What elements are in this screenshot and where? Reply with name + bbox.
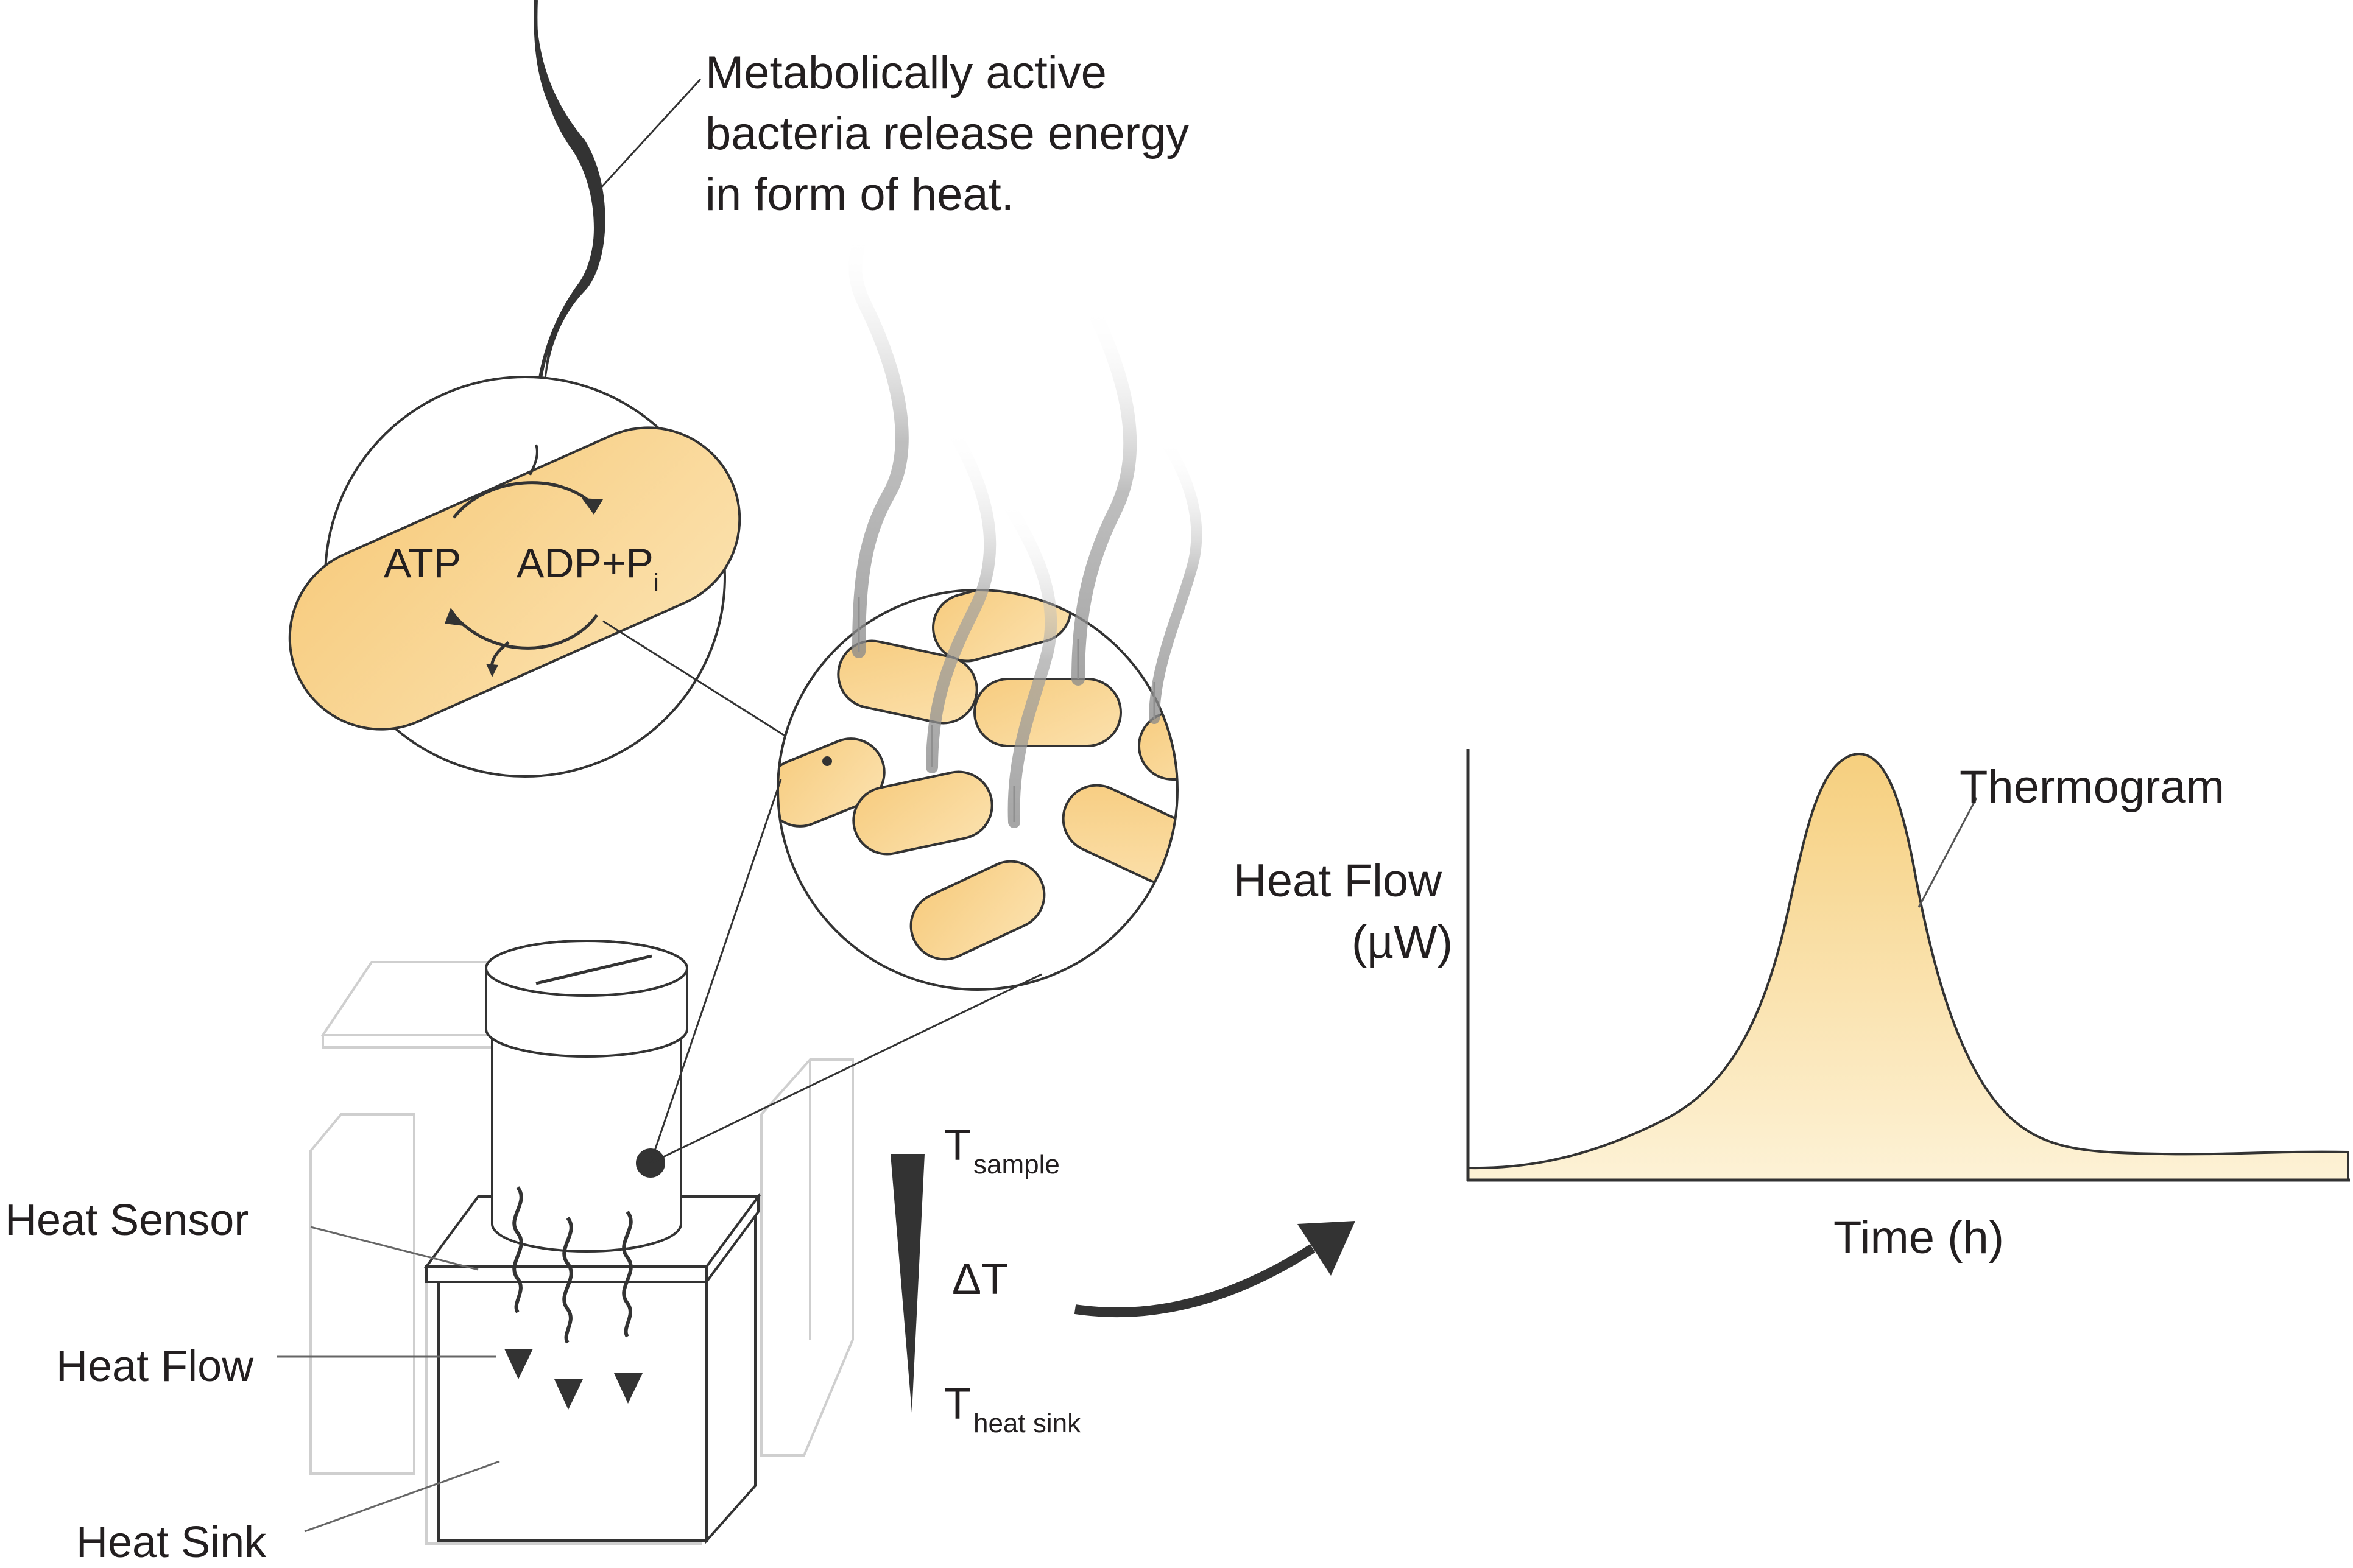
t-sample-subscript: sample [973, 1150, 1060, 1180]
heat-sink-blocks [309, 961, 854, 1545]
heat-sensor-label: Heat Sensor [5, 1196, 249, 1245]
heat-steam-wisps [848, 225, 1202, 828]
annotation-line-1: Metabolically active [705, 47, 1107, 99]
t-sample-text: T [944, 1121, 971, 1170]
t-heat-sink-subscript: heat sink [973, 1408, 1081, 1438]
adp-label: ADP+Pi [517, 540, 659, 596]
flow-to-thermogram-arrowhead-icon [1297, 1221, 1355, 1276]
bacterium-rod [852, 770, 993, 856]
thermogram-label-leader [1917, 797, 1978, 908]
bacterium-rod [1062, 784, 1177, 885]
t-heat-sink-text: T [944, 1380, 971, 1429]
adp-text: ADP+P [517, 540, 654, 586]
bacterium-zoom-circle [288, 376, 832, 778]
annotation-line-2: bacteria release energy [705, 108, 1189, 160]
t-heat-sink-label: Theat sink [944, 1380, 1081, 1438]
temperature-gradient-wedge [891, 1154, 925, 1413]
vial-cap-slot [535, 954, 652, 985]
cycle-arrow-bottom-head-icon [445, 608, 464, 626]
adp-subscript: i [654, 569, 659, 596]
heat-sink-leader [304, 1460, 500, 1533]
sample-vial [485, 940, 688, 1253]
bacterium-cell [288, 426, 741, 731]
thermogram-ylabel-line2: (µW) [1352, 916, 1453, 968]
bacterium-rod [909, 860, 1046, 961]
thermogram-xlabel: Time (h) [1833, 1212, 2004, 1264]
cycle-arrow-intake [529, 444, 538, 476]
heat-flow-arrows [512, 1186, 633, 1344]
bacterium-rod [973, 678, 1122, 747]
bacteria-population-circle [777, 589, 1179, 991]
flow-to-thermogram-arrow [1074, 1244, 1316, 1318]
thermogram-chart [1466, 749, 2350, 1182]
thermogram-series-label: Thermogram [1960, 761, 2224, 813]
heat-flow-arrowheads-icon [504, 1349, 643, 1410]
bacterium-rod [778, 737, 886, 828]
t-sample-label: Tsample [944, 1121, 1060, 1180]
cycle-arrow-top [453, 481, 595, 519]
heat-flow-label: Heat Flow [56, 1342, 254, 1391]
atp-label: ATP [384, 540, 461, 586]
annotation-leader-line [599, 78, 702, 190]
heat-sensor-leader [310, 1226, 479, 1271]
bacterium-rod [1138, 711, 1177, 781]
annotation-line-3: in form of heat. [705, 169, 1014, 220]
heat-sink-label: Heat Sink [76, 1518, 267, 1567]
vial-zoom-line-left [649, 779, 782, 1164]
thermogram-area [1467, 753, 2349, 1181]
thermogram-ylabel-line1: Heat Flow [1233, 855, 1442, 907]
delta-t-label: ΔT [952, 1255, 1008, 1304]
cycle-arrow-bottom [453, 614, 599, 650]
cycle-arrow-release-head-icon [486, 664, 498, 677]
highlighted-bacterium-dot [822, 756, 832, 766]
vial-zoom-line-right [650, 973, 1042, 1164]
cycle-arrow-top-head-icon [582, 498, 603, 515]
heat-steam-stems [858, 597, 1155, 822]
